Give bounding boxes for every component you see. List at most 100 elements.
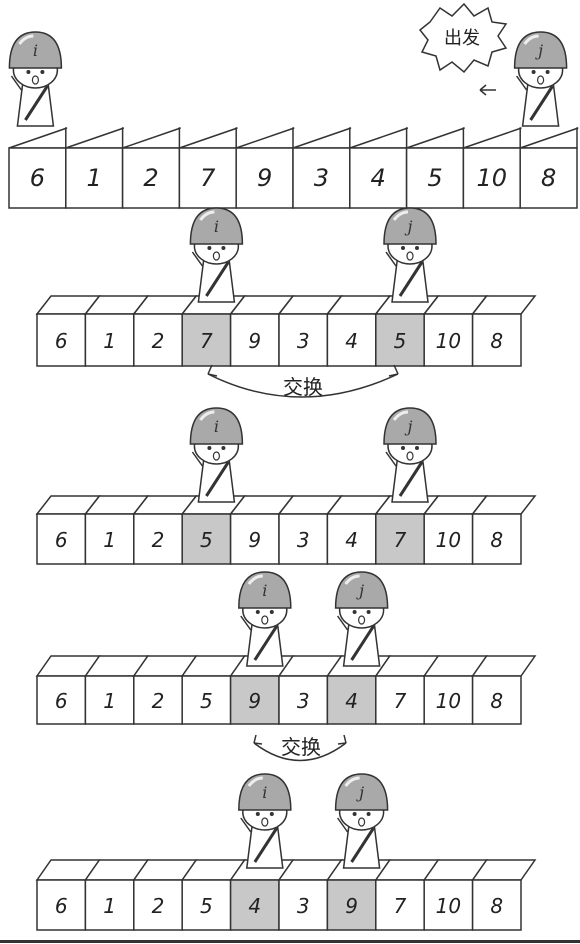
- helmet-shine-icon: [523, 34, 539, 45]
- eye-icon: [366, 812, 371, 816]
- cell-value-3-6: 3: [297, 528, 310, 552]
- mouth-icon: [406, 251, 414, 261]
- cell-top-1-3: [122, 127, 181, 149]
- cell-value-3-9: 10: [436, 528, 461, 552]
- cell-value-4-7: 4: [345, 689, 358, 713]
- cell-top-1-2: [65, 127, 125, 149]
- swap-annotation-1: 交换: [207, 364, 399, 399]
- swap-label-1: 交换: [283, 375, 323, 399]
- pointer-j-row-1: j: [513, 31, 568, 127]
- cell-value-1-8: 5: [427, 164, 442, 192]
- cell-top-1-7: [349, 127, 409, 149]
- cell-value-4-3: 2: [152, 689, 165, 713]
- swap-arrowhead-left-2: [253, 734, 263, 745]
- arm-icon: [191, 451, 204, 467]
- cell-2-5: [229, 313, 280, 367]
- cell-top-1-4: [179, 127, 238, 149]
- cell-4-7: [326, 675, 377, 725]
- cell-value-3-5: 9: [248, 528, 261, 552]
- swap-label-2: 交换: [281, 735, 321, 759]
- pointer-i-label: i: [262, 783, 267, 802]
- cell-4-5: [229, 675, 280, 725]
- pointer-i-row-1: i: [8, 31, 63, 127]
- arm-icon: [240, 817, 252, 833]
- cell-value-5-4: 5: [200, 894, 213, 918]
- cell-3-5: [229, 513, 280, 565]
- speech-bubble-burst: [418, 2, 508, 74]
- swap-arrow-2: [253, 742, 347, 762]
- cell-5-9: [423, 879, 474, 931]
- cell-top-1-6: [292, 127, 352, 149]
- cell-2-9: [423, 313, 474, 367]
- cell-value-2-1: 6: [55, 329, 68, 353]
- pointer-i-row-2: i: [189, 207, 244, 303]
- cell-4-10: [471, 675, 522, 725]
- start-speech-bubble: 出发: [418, 2, 508, 96]
- cell-value-2-5: 9: [248, 329, 261, 353]
- cell-value-5-6: 3: [297, 894, 310, 918]
- cell-value-2-6: 3: [297, 329, 310, 353]
- cell-2-4: [181, 313, 232, 367]
- sash-icon: [529, 85, 554, 121]
- cell-value-3-4: 5: [200, 528, 213, 552]
- cell-4-9: [423, 675, 474, 725]
- cell-4-2: [84, 675, 135, 725]
- pointer-j-label: j: [356, 783, 364, 802]
- cell-value-4-9: 10: [436, 689, 461, 713]
- cell-value-5-9: 10: [436, 894, 461, 918]
- cell-value-4-1: 6: [55, 689, 68, 713]
- cell-1-3: [121, 147, 181, 209]
- eye-icon: [352, 812, 357, 816]
- cell-value-5-1: 6: [55, 894, 68, 918]
- cell-value-2-10: 8: [490, 329, 503, 353]
- eye-icon: [255, 610, 260, 614]
- arm-icon: [10, 75, 23, 91]
- cell-top-1-9: [463, 127, 522, 149]
- cell-3-2: [84, 513, 135, 565]
- cell-5-6: [278, 879, 329, 931]
- cell-value-1-2: 1: [87, 164, 102, 192]
- cell-value-3-10: 8: [490, 528, 503, 552]
- eye-icon: [221, 446, 226, 450]
- cell-value-1-4: 7: [200, 164, 216, 192]
- start-label: 出发: [444, 28, 480, 49]
- pointer-i-label: i: [33, 41, 38, 60]
- pointer-j-row-3: j: [383, 407, 437, 503]
- cell-top-1-10: [519, 127, 579, 149]
- cell-2-7: [326, 313, 377, 367]
- cell-value-1-10: 8: [541, 164, 556, 192]
- arm-icon: [336, 615, 349, 631]
- arm-icon: [336, 817, 349, 833]
- cell-3-10: [471, 513, 522, 565]
- swap-arrow-1: [207, 373, 399, 398]
- cell-top-1-8: [406, 127, 465, 149]
- pointer-j-row-4: j: [334, 571, 389, 667]
- cell-4-8: [375, 675, 425, 725]
- cell-5-1: [36, 879, 87, 931]
- mouth-icon: [31, 75, 40, 85]
- pointer-i-row-5: i: [238, 773, 292, 869]
- cell-value-3-8: 7: [394, 528, 407, 552]
- cell-5-7: [326, 879, 377, 931]
- cell-value-5-10: 8: [490, 894, 503, 918]
- eye-icon: [40, 70, 45, 74]
- mouth-icon: [261, 817, 269, 827]
- eye-icon: [352, 610, 357, 614]
- sash-icon: [253, 827, 279, 863]
- helmet-shine-icon: [247, 574, 263, 585]
- move-left-arrow: [479, 84, 496, 96]
- cell-value-1-5: 9: [257, 164, 272, 192]
- cell-value-5-7: 9: [345, 894, 358, 918]
- pointer-j-row-2: j: [383, 207, 437, 303]
- mouth-icon: [212, 251, 220, 261]
- helmet-shine-icon: [392, 210, 409, 221]
- cell-value-1-1: 6: [30, 164, 45, 192]
- arm-icon: [385, 451, 397, 467]
- cell-value-1-6: 3: [314, 164, 329, 192]
- cell-value-4-5: 9: [248, 689, 261, 713]
